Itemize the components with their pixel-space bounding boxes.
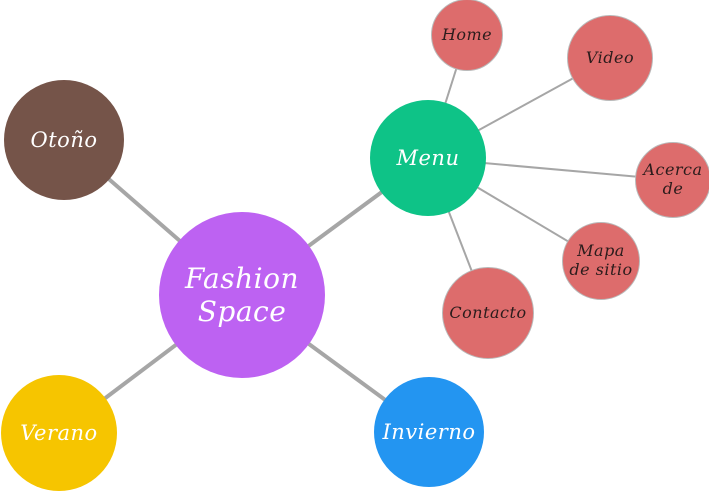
node-fashion-space[interactable]: Fashion Space: [159, 212, 325, 378]
node-label-contacto: Contacto: [449, 302, 527, 322]
node-label-mapa-de-sitio: Mapa de sitio: [569, 241, 633, 279]
node-mapa-de-sitio[interactable]: Mapa de sitio: [562, 222, 640, 300]
node-label-invierno: Invierno: [382, 419, 476, 444]
node-video[interactable]: Video: [567, 15, 653, 101]
node-menu[interactable]: Menu: [370, 100, 486, 216]
node-label-home: Home: [441, 24, 493, 44]
node-label-video: Video: [585, 47, 635, 67]
node-label-menu: Menu: [396, 145, 460, 170]
node-acerca-de[interactable]: Acerca de: [635, 142, 709, 218]
node-label-fashion-space: Fashion Space: [185, 261, 299, 328]
node-contacto[interactable]: Contacto: [442, 267, 534, 359]
node-label-acerca-de: Acerca de: [643, 160, 703, 198]
node-label-verano: Verano: [20, 420, 98, 445]
node-otono[interactable]: Otoño: [4, 80, 124, 200]
node-verano[interactable]: Verano: [1, 375, 117, 491]
node-invierno[interactable]: Invierno: [374, 377, 484, 487]
node-home[interactable]: Home: [431, 0, 503, 71]
node-label-otono: Otoño: [30, 127, 98, 152]
